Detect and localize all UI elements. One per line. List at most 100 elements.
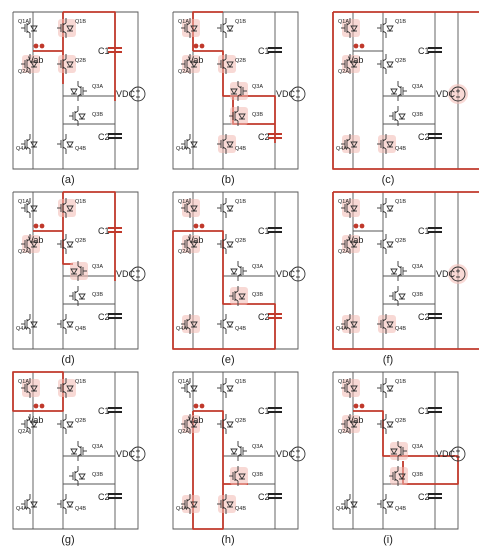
label-vab: Vab (348, 55, 363, 65)
q2a-switch (341, 414, 360, 434)
label-c2: C2 (418, 312, 430, 322)
q2a-switch (181, 54, 200, 74)
label-c1: C1 (418, 406, 430, 416)
label-q3b: Q3B (92, 292, 103, 298)
c2-capacitor (108, 313, 122, 319)
vab-terminals (33, 43, 45, 49)
label-q2a: Q2A (178, 249, 189, 255)
label-c1: C1 (258, 406, 270, 416)
q3b-switch (229, 286, 248, 306)
label-q1b: Q1B (235, 19, 246, 25)
label-vab: Vab (28, 55, 43, 65)
q3a-switch (230, 81, 248, 101)
q3a-switch (390, 261, 407, 281)
vdc-source (130, 266, 146, 282)
q4a-switch (21, 494, 38, 514)
q3b-switch (69, 466, 86, 486)
q3a-switch (230, 441, 247, 461)
label-vab: Vab (188, 415, 203, 425)
q4b-switch (217, 134, 236, 154)
label-c2: C2 (98, 312, 110, 322)
label-vab: Vab (348, 415, 363, 425)
label-q2a: Q2A (338, 69, 349, 75)
label-vdc: VDC (276, 449, 296, 459)
c2-capacitor (268, 133, 282, 139)
q2a-switch (21, 234, 40, 254)
label-c1: C1 (258, 226, 270, 236)
q3b-switch (229, 106, 248, 126)
q4b-switch (57, 494, 74, 514)
q3b-switch (389, 286, 406, 306)
label-vdc: VDC (116, 449, 136, 459)
label-q4b: Q4B (75, 326, 86, 332)
vab-terminals (353, 43, 365, 49)
q3a-switch (70, 261, 88, 281)
q1a-switch (21, 18, 38, 38)
label-q1b: Q1B (75, 19, 86, 25)
q4b-switch (217, 314, 234, 334)
label-q3b: Q3B (252, 472, 263, 478)
label-q3b: Q3B (412, 472, 423, 478)
label-q3b: Q3B (92, 112, 103, 118)
dc-rail (12, 371, 139, 530)
label-q1a: Q1A (338, 19, 349, 25)
vdc-source (290, 86, 306, 102)
q2a-switch (341, 234, 360, 254)
c2-capacitor (428, 313, 442, 319)
label-q1b: Q1B (395, 199, 406, 205)
label-vdc: VDC (276, 89, 296, 99)
vab-terminals (193, 43, 205, 49)
c1-capacitor (108, 227, 122, 233)
c2-capacitor (108, 493, 122, 499)
label-q2b: Q2B (75, 418, 86, 424)
label-q3b: Q3B (252, 292, 263, 298)
label-q4a: Q4A (16, 506, 27, 512)
q1b-switch (377, 18, 394, 38)
q4a-switch (181, 134, 198, 154)
q3a-switch (70, 441, 87, 461)
label-q4b: Q4B (75, 506, 86, 512)
label-q4b: Q4B (395, 506, 406, 512)
label-q4a: Q4A (176, 146, 187, 152)
conduction-path (332, 191, 479, 350)
q4b-switch (57, 314, 74, 334)
vab-terminals (353, 403, 365, 409)
q3a-switch (390, 441, 408, 461)
q2b-switch (377, 234, 394, 254)
label-q2a: Q2A (178, 429, 189, 435)
label-q4a: Q4A (336, 506, 347, 512)
label-vab: Vab (188, 235, 203, 245)
q4b-switch (377, 494, 394, 514)
label-q1a: Q1A (338, 199, 349, 205)
label-q3a: Q3A (412, 444, 423, 450)
q2b-switch (217, 414, 234, 434)
label-q1a: Q1A (18, 19, 29, 25)
label-vab: Vab (188, 55, 203, 65)
q1a-switch (21, 378, 40, 398)
label-q1a: Q1A (178, 379, 189, 385)
q1b-switch (217, 198, 234, 218)
label-c2: C2 (418, 132, 430, 142)
label-vab: Vab (28, 415, 43, 425)
q1a-switch (181, 378, 198, 398)
c2-capacitor (428, 493, 442, 499)
c2-capacitor (108, 133, 122, 139)
q2b-switch (57, 234, 74, 254)
label-q2b: Q2B (235, 58, 246, 64)
q1b-switch (217, 18, 234, 38)
q2a-switch (341, 54, 360, 74)
c1-capacitor (108, 407, 122, 413)
q1a-switch (181, 198, 200, 218)
label-q3b: Q3B (412, 292, 423, 298)
panel-caption: (e) (221, 354, 234, 366)
q3b-switch (69, 106, 86, 126)
q2b-switch (217, 234, 234, 254)
label-vab: Vab (28, 235, 43, 245)
label-q3a: Q3A (412, 264, 423, 270)
vdc-source (130, 86, 146, 102)
conduction-path (332, 11, 479, 170)
panel-caption: (c) (382, 174, 395, 186)
label-q2a: Q2A (178, 69, 189, 75)
